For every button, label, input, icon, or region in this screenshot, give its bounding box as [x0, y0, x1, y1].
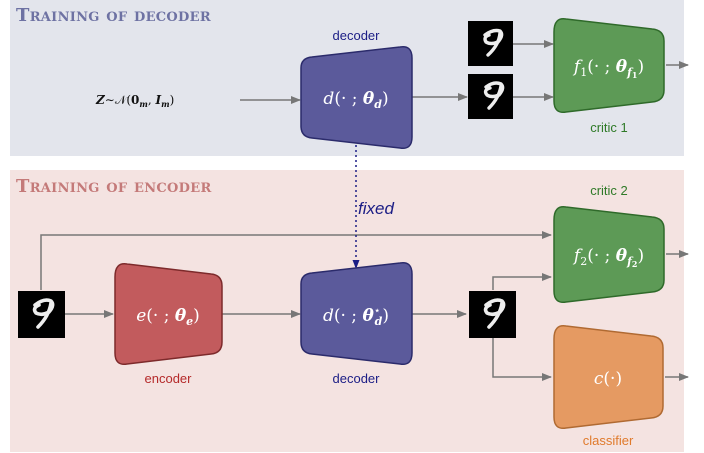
digit-image-reconstruction: [469, 291, 516, 338]
critic2-caption: critic 2: [590, 183, 628, 198]
classifier-fn: c(·): [594, 369, 622, 389]
critic2-fn: f2(· ; θf2): [572, 246, 644, 269]
classifier-block: [553, 325, 664, 430]
critic1-block: [553, 18, 665, 114]
decoder-fn-bottom: d(· ; θ⋆d): [323, 304, 389, 328]
decoder-block-bottom: [300, 261, 413, 366]
decoder-caption-bottom: decoder: [332, 371, 380, 386]
encoder-fn: e(· ; θe): [136, 306, 200, 328]
classifier-caption: classifier: [582, 433, 634, 448]
critic1-fn: f1(· ; θf1): [572, 57, 644, 80]
arrow-reconstruction-to-classifier: [492, 338, 552, 381]
digit-image-input: [18, 291, 65, 338]
encoder-block: [114, 263, 223, 366]
decoder-fn-top: d(· ; θd): [323, 89, 388, 111]
top-panel-title: Training of decoder: [16, 5, 211, 26]
decoder-caption-top: decoder: [332, 28, 380, 43]
critic2-block: [553, 206, 665, 304]
critic1-caption: critic 1: [590, 120, 628, 135]
digit-image-generated-top: [468, 74, 513, 119]
encoder-caption: encoder: [144, 371, 192, 386]
fixed-label: fixed: [358, 199, 394, 218]
decoder-block-top: [300, 45, 413, 150]
digit-image-real-top: [468, 21, 513, 66]
arrow-input-to-critic2: [40, 231, 552, 290]
z-input-label: Z∼𝒩(0m, Im): [95, 93, 174, 109]
bottom-panel-title: Training of encoder: [16, 176, 212, 197]
arrow-reconstruction-to-critic2: [492, 273, 552, 290]
